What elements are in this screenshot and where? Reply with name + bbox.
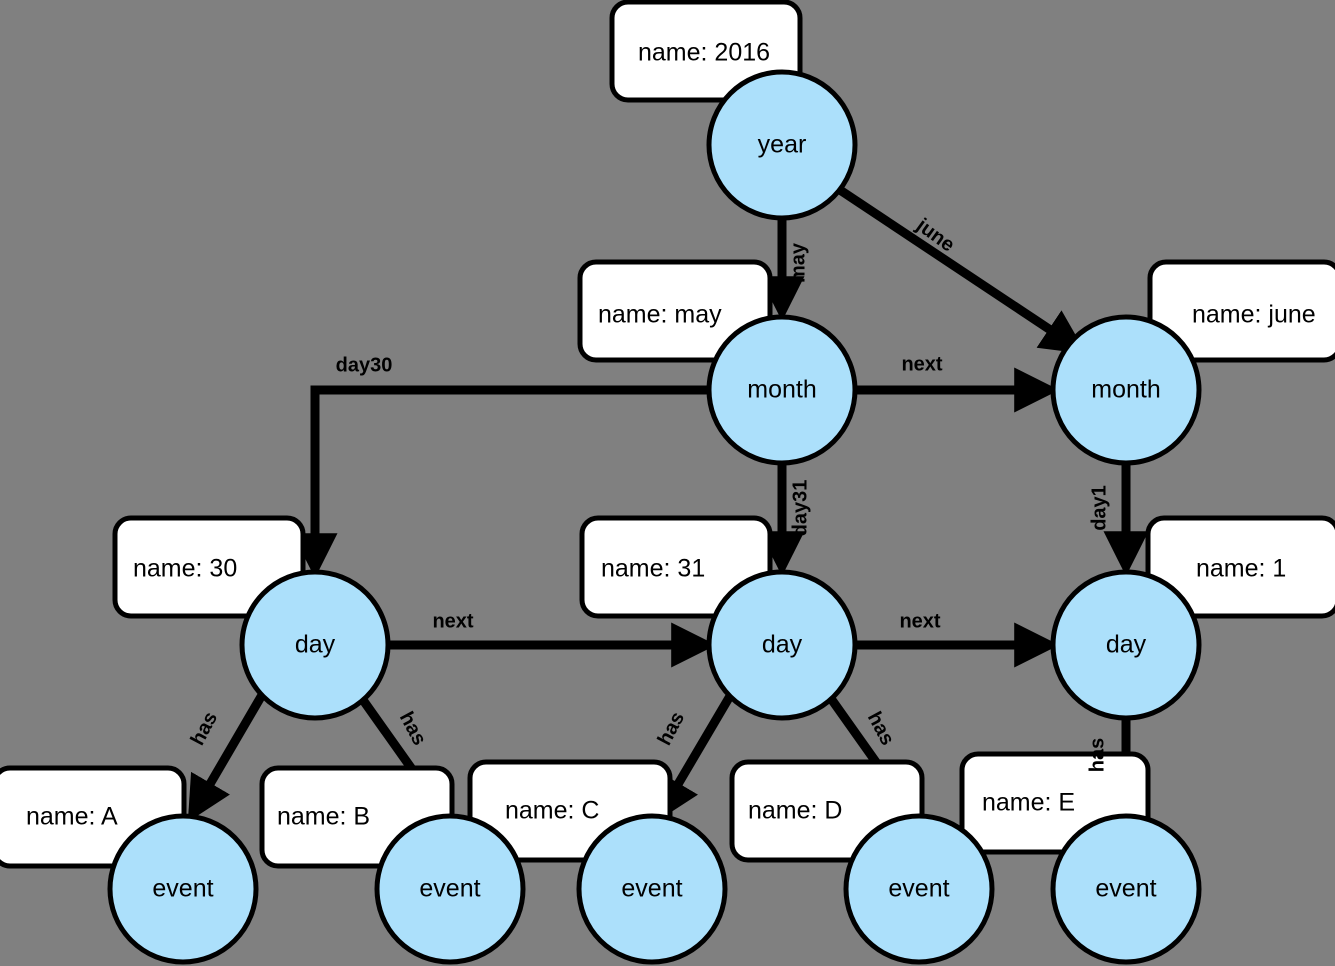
property-text: name: 31 [601,555,705,583]
edge-label-has-a: has [187,708,223,749]
node-label: day [295,631,336,659]
node-event-c[interactable]: event [576,813,728,965]
node-label: event [1095,875,1156,903]
property-text: name: 30 [133,555,237,583]
node-day-30[interactable]: day [239,569,391,721]
edge-day30-has-eventA [187,692,266,822]
edge-label-has-e: has [1086,738,1108,772]
edge-year-june [837,186,1087,354]
edge-label-has-c: has [654,708,690,749]
node-month-may[interactable]: month [706,314,858,466]
node-label: event [621,875,682,903]
node-day-31[interactable]: day [706,569,858,721]
node-label: day [1106,631,1147,659]
property-box-day31: name: 31 [579,515,773,619]
edge-label-next-day30: next [432,610,473,632]
node-label: month [1091,376,1160,404]
property-box-day30: name: 30 [112,515,306,619]
edge-label-has-d: has [863,708,899,749]
edge-may-day30 [292,385,709,579]
edge-label-may: may [787,242,809,283]
edge-label-next-day31: next [899,610,940,632]
property-text: name: may [598,301,722,329]
property-text: name: D [748,797,842,825]
edge-label-next-month: next [901,353,942,375]
property-box-monthMay: name: may [577,259,773,363]
edge-label-june: june [912,214,959,257]
node-label: event [419,875,480,903]
property-text: name: 2016 [638,39,770,67]
edge-label-has-b: has [395,708,431,749]
edge-label-day31: day31 [789,480,811,537]
node-event-a[interactable]: event [107,813,259,965]
property-text: name: C [505,797,599,825]
node-day-1[interactable]: day [1050,569,1202,721]
node-year-2016[interactable]: year [706,69,858,221]
property-text: name: A [26,803,118,831]
node-event-b[interactable]: event [374,813,526,965]
edge-day31-has-eventC [655,693,734,822]
property-text: name: 1 [1196,555,1286,583]
property-text: name: B [277,803,370,831]
node-label: year [758,131,807,159]
property-text: name: june [1192,301,1316,329]
edge-label-day30: day30 [336,354,393,376]
node-event-d[interactable]: event [843,813,995,965]
node-label: day [762,631,803,659]
property-box-monthJune: name: june [1147,259,1335,363]
node-label: event [152,875,213,903]
property-box-day1: name: 1 [1145,515,1335,619]
node-event-e[interactable]: event [1050,813,1202,965]
edge-label-day1: day1 [1088,485,1110,531]
property-text: name: E [982,789,1075,817]
node-label: month [747,376,816,404]
node-label: event [888,875,949,903]
node-month-june[interactable]: month [1050,314,1202,466]
